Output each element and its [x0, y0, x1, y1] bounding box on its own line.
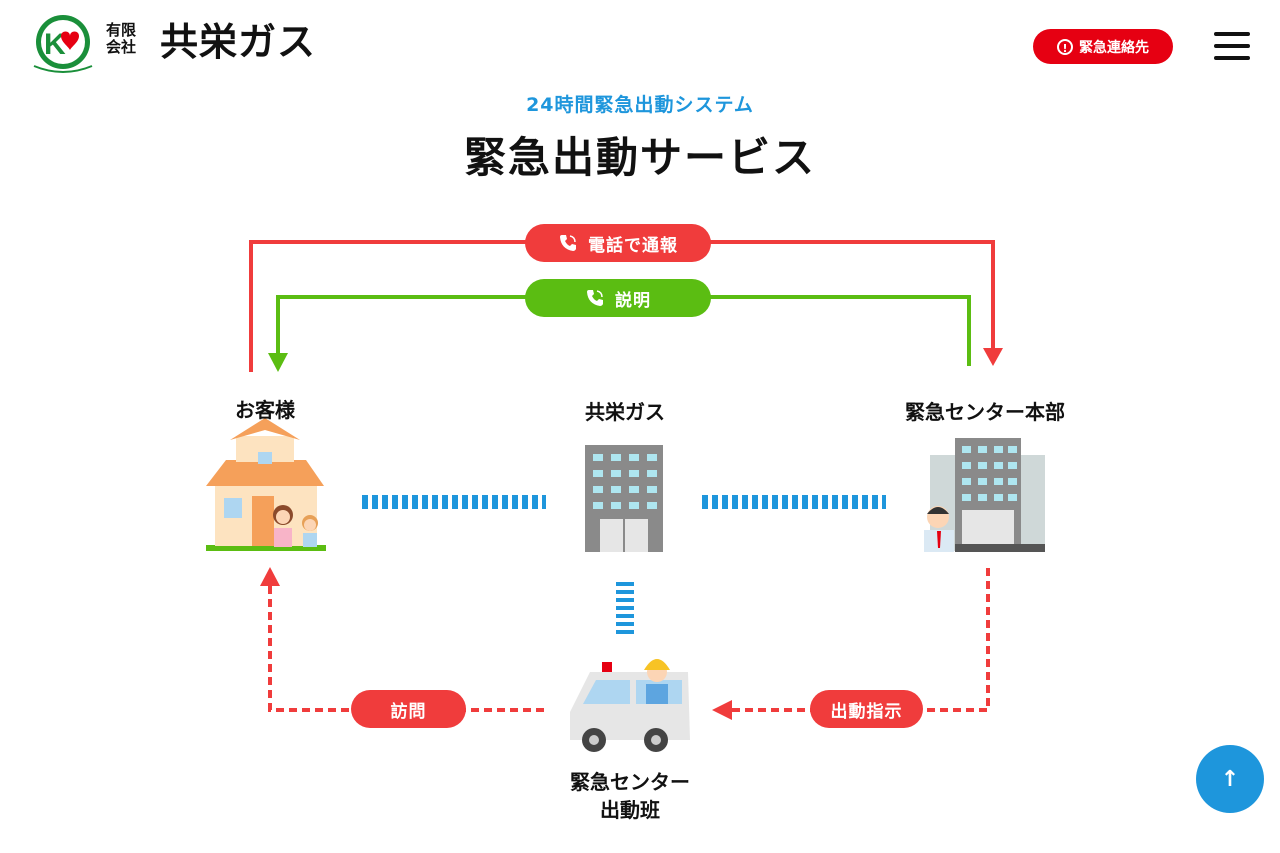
hamburger-icon[interactable] — [1212, 28, 1252, 64]
dispatch-order-text: 出動指示 — [830, 701, 903, 722]
section-eyebrow: 24時間緊急出動システム — [526, 94, 754, 116]
alert-icon: ! — [1057, 38, 1073, 55]
center-building-icon — [924, 438, 1045, 552]
team-label: 緊急センター 出動班 — [540, 768, 720, 824]
call-report-text: 電話で通報 — [588, 235, 678, 256]
customer-label: お客様 — [235, 398, 295, 422]
page-title: 緊急出動サービス — [463, 133, 816, 182]
dispatch-order-label: 出動指示 — [810, 690, 923, 728]
call-report-label: 電話で通報 — [525, 224, 711, 262]
svg-text:K: K — [44, 28, 66, 61]
visit-text: 訪問 — [390, 701, 427, 722]
logo-company-name: 共栄ガス — [160, 20, 317, 64]
visit-label: 訪問 — [351, 690, 466, 728]
emergency-contact-button[interactable]: ! 緊急連絡先 — [1033, 29, 1173, 64]
explain-label: 説明 — [525, 279, 711, 317]
company-building-icon — [585, 445, 663, 552]
company-logo[interactable]: K 有限会社 共栄ガス — [30, 14, 350, 76]
center-label: 緊急センター本部 — [905, 400, 1065, 424]
phone-icon — [560, 235, 576, 251]
company-label: 共栄ガス — [585, 400, 665, 424]
phone-icon — [587, 290, 603, 306]
customer-house-icon — [206, 418, 326, 551]
arrow-up-icon: ↑ — [1220, 766, 1240, 792]
explain-text: 説明 — [615, 290, 651, 311]
team-label-line2: 出動班 — [600, 798, 660, 822]
site-header: K 有限会社 共栄ガス ! 緊急連絡先 — [0, 0, 1280, 90]
emergency-contact-label: 緊急連絡先 — [1079, 39, 1149, 56]
scroll-top-button[interactable]: ↑ — [1196, 745, 1264, 813]
team-label-line1: 緊急センター — [570, 770, 690, 794]
logo-company-type: 有限会社 — [106, 21, 137, 56]
logo-mark-icon: K — [33, 15, 93, 73]
visit-arrow-line — [260, 567, 544, 712]
dispatch-van-icon — [570, 659, 690, 752]
